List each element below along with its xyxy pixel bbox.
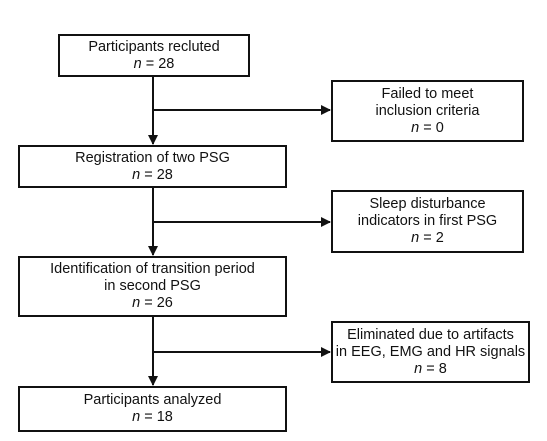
box-participants-analyzed: Participants analyzed n = 18 [18,386,287,432]
box-participants-recruited: Participants recluted n = 28 [58,34,250,77]
n-symbol: n [132,409,141,425]
box-label: Failed to meet [381,85,474,102]
box-label: Participants analyzed [83,392,222,408]
n-symbol: n [133,55,142,72]
box-count: n = 8 [414,361,447,378]
box-label: Registration of two PSG [75,149,230,166]
box-sleep-disturbance: Sleep disturbance indicators in first PS… [331,190,524,253]
box-count: n = 0 [411,120,444,137]
box-failed-inclusion: Failed to meet inclusion criteria n = 0 [331,80,524,142]
box-count: n = 28 [132,167,173,184]
count-value: = 28 [144,166,173,183]
box-label: Identification of transition period [50,261,255,277]
box-label-2: in EEG, EMG and HR signals [335,343,526,360]
box-label-2: indicators in first PSG [357,213,498,229]
box-label-2: inclusion criteria [375,102,480,119]
count-value: = 0 [423,119,444,136]
box-count: n = 18 [132,409,173,426]
count-value: = 28 [145,55,175,72]
count-value: = 8 [426,360,447,377]
box-count: n = 2 [411,230,444,247]
box-identification-transition: Identification of transition period in s… [18,256,287,317]
box-label-2: in second PSG [104,278,201,294]
box-label: Eliminated due to artifacts [347,326,514,343]
box-label: Participants recluted [88,38,220,55]
n-symbol: n [414,360,423,377]
n-symbol: n [132,295,141,311]
box-count: n = 28 [134,56,175,73]
count-value: = 2 [423,230,444,246]
box-count: n = 26 [132,295,173,312]
box-label: Sleep disturbance [369,196,486,212]
count-value: = 18 [144,409,173,425]
box-registration-psg: Registration of two PSG n = 28 [18,145,287,188]
box-eliminated-artifacts: Eliminated due to artifacts in EEG, EMG … [331,321,530,383]
n-symbol: n [411,119,420,136]
count-value: = 26 [144,295,173,311]
n-symbol: n [411,230,420,246]
n-symbol: n [132,166,141,183]
